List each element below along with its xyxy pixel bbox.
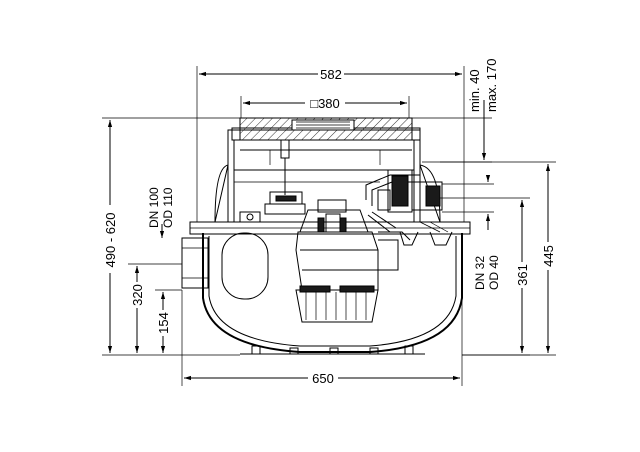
dim-height-320: 320 xyxy=(128,263,182,353)
inlet-opening xyxy=(221,232,269,300)
dim-380-label: □380 xyxy=(310,96,340,111)
dim-490-620-label: 490 - 620 xyxy=(103,213,118,268)
dim-650-label: 650 xyxy=(312,371,334,386)
dim-height-490-620: 490 - 620 xyxy=(102,117,240,356)
dim-width-582: 582 xyxy=(196,66,465,222)
pump-unit xyxy=(295,199,411,323)
tank-drawing xyxy=(181,117,471,355)
dim-height-445: 445 xyxy=(440,161,556,356)
tank-feet xyxy=(240,345,425,355)
dim-445-label: 445 xyxy=(541,245,556,267)
dim-width-650: 650 xyxy=(181,290,463,386)
dim-cover-380: □380 xyxy=(240,95,410,118)
outlet-dn-label: DN 32 xyxy=(473,256,487,290)
outlet-od-label: OD 40 xyxy=(487,255,501,290)
dim-min-max: min. 40 max. 170 xyxy=(412,59,499,163)
discharge-assembly xyxy=(365,169,443,233)
min-label: min. 40 xyxy=(467,69,482,112)
inlet-pipe xyxy=(181,237,209,289)
inlet-pipe-label: DN 100 OD 110 xyxy=(147,187,175,238)
cover xyxy=(231,117,421,165)
inlet-dn-label: DN 100 xyxy=(147,187,161,228)
max-label: max. 170 xyxy=(484,59,499,112)
inlet-od-label: OD 110 xyxy=(161,187,175,228)
float-switch xyxy=(239,139,306,223)
dim-361-label: 361 xyxy=(515,264,530,286)
dim-154-label: 154 xyxy=(156,312,171,334)
dim-320-label: 320 xyxy=(130,284,145,306)
outlet-pipe-label: DN 32 OD 40 xyxy=(442,175,501,290)
dim-582-label: 582 xyxy=(320,67,342,82)
dim-height-154: 154 xyxy=(155,289,182,353)
